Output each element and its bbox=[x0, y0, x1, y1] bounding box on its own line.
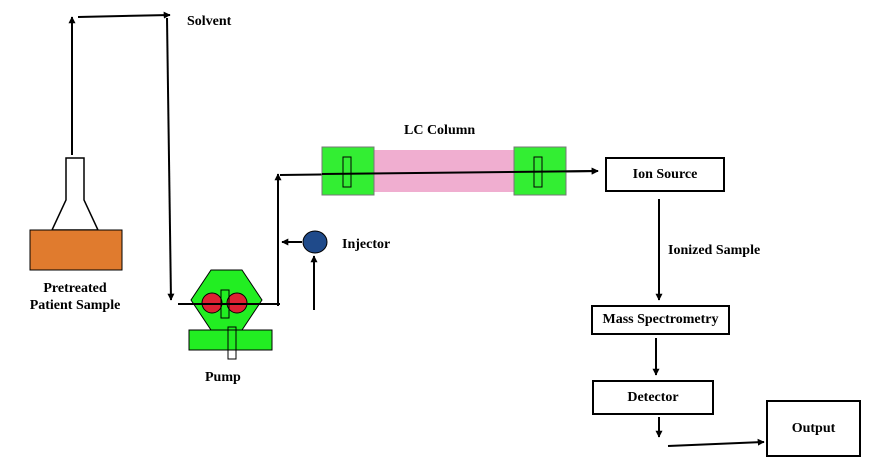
ionized-sample-label: Ionized Sample bbox=[668, 243, 761, 258]
sample-label-line1: Pretreated bbox=[43, 281, 107, 296]
sample-label: Pretreated Patient Sample bbox=[20, 280, 130, 314]
injector-label: Injector bbox=[342, 237, 391, 252]
sample-block bbox=[29, 229, 123, 271]
pump-base bbox=[188, 329, 273, 351]
pump bbox=[188, 269, 273, 360]
detector-box: Detector bbox=[592, 380, 714, 415]
sample-container bbox=[29, 157, 123, 271]
solvent-line bbox=[68, 11, 175, 301]
column-tube bbox=[373, 150, 515, 192]
output-box: Output bbox=[766, 400, 861, 457]
pump-body bbox=[190, 269, 263, 331]
sample-label-line2: Patient Sample bbox=[29, 298, 121, 313]
column-flow-line bbox=[321, 167, 599, 175]
downstream-arrows bbox=[652, 199, 765, 447]
injector-valve bbox=[302, 230, 328, 254]
pump-label: Pump bbox=[205, 370, 241, 385]
column-end-left bbox=[321, 146, 375, 196]
solvent-label: Solvent bbox=[187, 14, 232, 29]
column-fitting-left bbox=[342, 156, 352, 188]
pump-piston-bottom bbox=[227, 326, 237, 360]
mass-spectrometry-box: Mass Spectrometry bbox=[591, 305, 730, 335]
ion-source-box: Ion Source bbox=[605, 157, 725, 192]
injector bbox=[281, 230, 328, 310]
lc-column-label: LC Column bbox=[404, 123, 476, 138]
sample-flask bbox=[50, 157, 100, 231]
